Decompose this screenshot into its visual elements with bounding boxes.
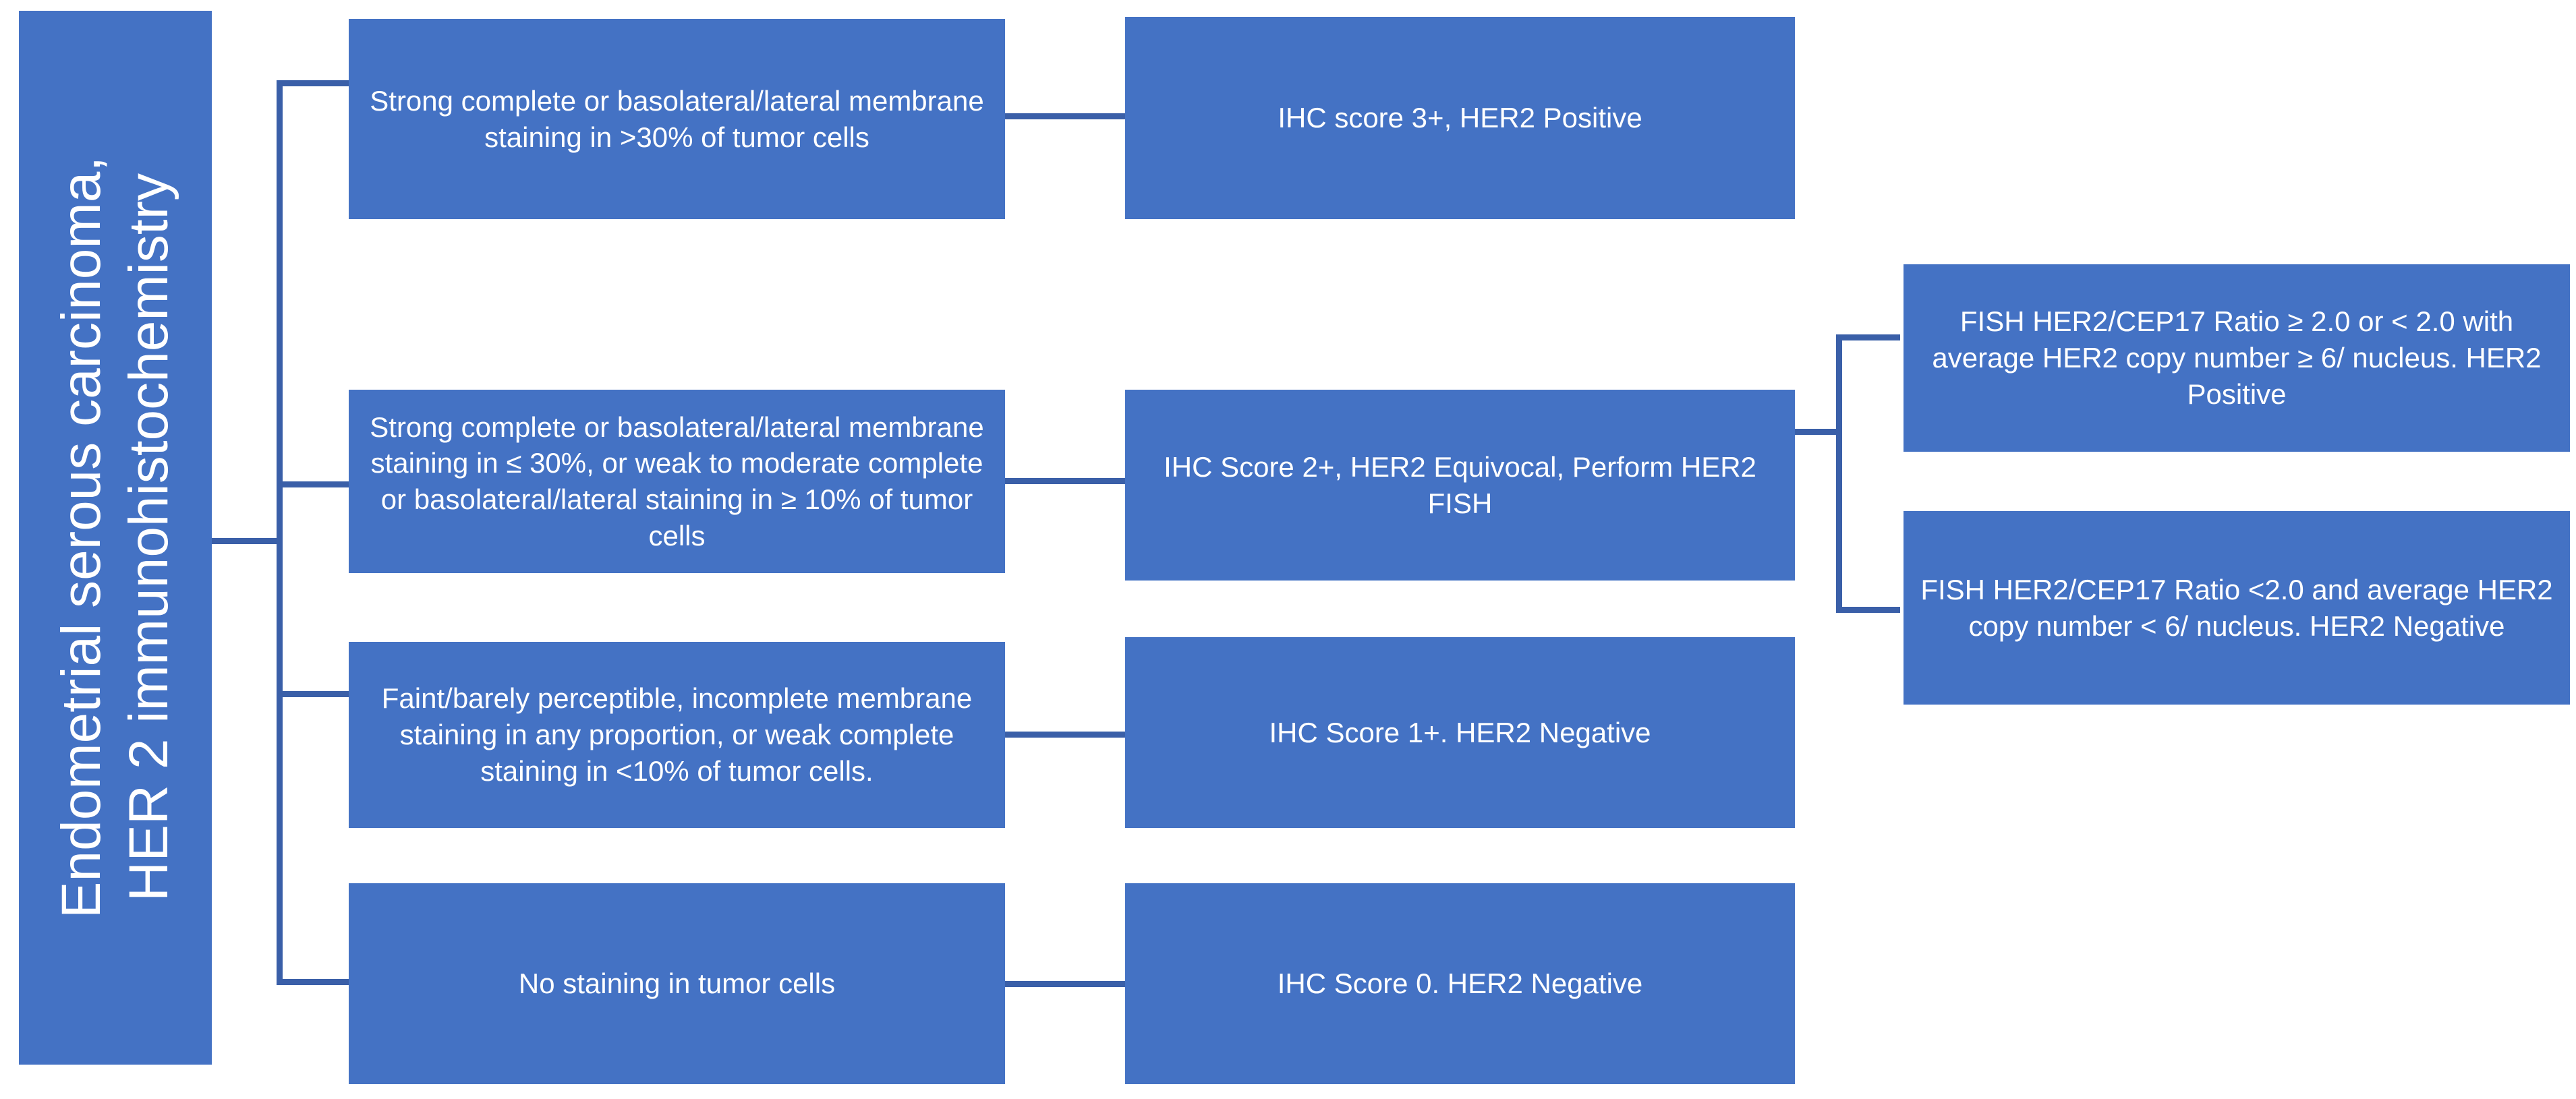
fish-box-her2-negative[interactable]: FISH HER2/CEP17 Ratio <2.0 and average H…: [1904, 511, 2570, 705]
diagram-title-text: Endometrial serous carcinoma, HER 2 immu…: [48, 156, 183, 918]
result-box-score-1plus-text: IHC Score 1+. HER2 Negative: [1269, 716, 1651, 748]
result-box-score-1plus[interactable]: IHC Score 1+. HER2 Negative: [1125, 637, 1795, 828]
connector-bracket-to-criteria-0: [277, 979, 351, 985]
connector-criteria-to-result-1plus: [1005, 732, 1125, 738]
connector-bracket-to-fish-negative: [1836, 607, 1900, 613]
connector-criteria-to-result-0: [1005, 981, 1125, 987]
result-box-score-2plus-text: IHC Score 2+, HER2 Equivocal, Perform HE…: [1164, 450, 1756, 519]
criteria-box-score-2plus-text: Strong complete or basolateral/lateral m…: [370, 411, 984, 552]
result-box-score-3plus[interactable]: IHC score 3+, HER2 Positive: [1125, 17, 1795, 219]
result-box-score-2plus[interactable]: IHC Score 2+, HER2 Equivocal, Perform HE…: [1125, 390, 1795, 581]
criteria-box-score-0-text: No staining in tumor cells: [518, 968, 836, 1000]
result-box-score-3plus-text: IHC score 3+, HER2 Positive: [1278, 102, 1642, 134]
criteria-box-score-2plus[interactable]: Strong complete or basolateral/lateral m…: [349, 390, 1005, 573]
fish-box-her2-positive-text: FISH HER2/CEP17 Ratio ≥ 2.0 or < 2.0 wit…: [1932, 305, 2542, 410]
connector-bracket-to-criteria-2plus: [277, 481, 351, 487]
criteria-box-score-0[interactable]: No staining in tumor cells: [349, 883, 1005, 1084]
left-bracket-trunk: [277, 80, 283, 985]
title-line-1: Endometrial serous carcinoma,: [50, 156, 112, 919]
connector-criteria-to-result-2plus: [1005, 478, 1125, 484]
right-bracket-trunk: [1836, 334, 1842, 613]
result-box-score-0-text: IHC Score 0. HER2 Negative: [1277, 968, 1643, 1000]
connector-result-2plus-to-fish-bracket: [1795, 429, 1842, 435]
connector-bracket-to-fish-positive: [1836, 334, 1900, 340]
criteria-box-score-1plus[interactable]: Faint/barely perceptible, incomplete mem…: [349, 642, 1005, 828]
title-line-2: HER 2 immunohistochemistry: [118, 173, 180, 902]
connector-title-to-bracket: [212, 538, 282, 544]
diagram-title-bar: Endometrial serous carcinoma, HER 2 immu…: [19, 11, 212, 1065]
criteria-box-score-3plus[interactable]: Strong complete or basolateral/lateral m…: [349, 19, 1005, 219]
result-box-score-0[interactable]: IHC Score 0. HER2 Negative: [1125, 883, 1795, 1084]
criteria-box-score-1plus-text: Faint/barely perceptible, incomplete mem…: [381, 682, 973, 787]
connector-criteria-to-result-3plus: [1005, 113, 1125, 119]
fish-box-her2-negative-text: FISH HER2/CEP17 Ratio <2.0 and average H…: [1920, 573, 2553, 642]
connector-bracket-to-criteria-3plus: [277, 80, 351, 86]
fish-box-her2-positive[interactable]: FISH HER2/CEP17 Ratio ≥ 2.0 or < 2.0 wit…: [1904, 264, 2570, 452]
connector-bracket-to-criteria-1plus: [277, 691, 351, 697]
criteria-box-score-3plus-text: Strong complete or basolateral/lateral m…: [370, 84, 984, 153]
